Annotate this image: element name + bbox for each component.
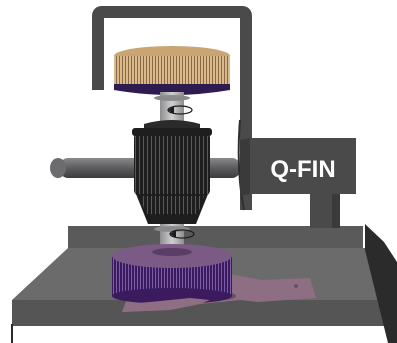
- lower-brush-hub: [152, 248, 192, 256]
- lower-spindle-collar: [154, 226, 190, 232]
- chuck-body: [134, 132, 210, 196]
- chuck-band-upper: [132, 128, 212, 136]
- brand-panel-side: [240, 138, 250, 196]
- workpiece-dot: [294, 284, 298, 288]
- base-left-edge: [11, 324, 13, 343]
- base-back-rim: [68, 226, 363, 250]
- upper-spindle-collar: [154, 95, 190, 101]
- chuck-lower-ribs: [140, 196, 204, 214]
- lower-brush: [112, 244, 232, 304]
- drill-chuck: [132, 120, 212, 224]
- rod-end-cap: [50, 158, 66, 178]
- upper-brush: [114, 46, 230, 95]
- base-front-face: [12, 300, 397, 326]
- brand-panel: Q-FIN: [240, 138, 356, 196]
- upper-brush-bristles: [114, 56, 230, 84]
- brand-label: Q-FIN: [270, 156, 335, 183]
